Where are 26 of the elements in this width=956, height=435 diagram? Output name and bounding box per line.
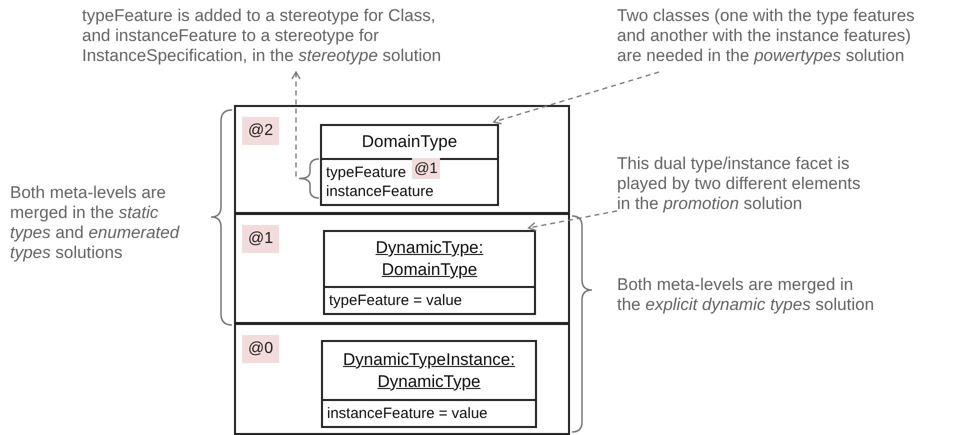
level-badge: @0	[242, 335, 280, 363]
instance-name: DynamicTypeInstance: DynamicType	[342, 348, 516, 392]
level-band	[234, 213, 570, 324]
class-name: DomainType	[362, 131, 458, 153]
curly-brace	[298, 158, 320, 199]
annotation-text: Both meta-levels are merged in the static types and enumerated types solutions	[10, 183, 181, 263]
instance-box	[323, 230, 536, 315]
annotation-text: Two classes (one with the type features and another with the instance features) are needed in the powertypes solution	[617, 6, 916, 66]
instance-name: DynamicType: DomainType	[374, 237, 484, 281]
leader-line	[291, 71, 301, 176]
level-badge: @1	[242, 225, 280, 253]
attribute-text: typeFeature	[326, 163, 406, 182]
level-band	[234, 323, 570, 435]
attribute-text: typeFeature = value	[329, 291, 462, 310]
level-badge: @1	[412, 158, 440, 179]
level-band	[234, 105, 570, 214]
leader-line	[493, 71, 660, 124]
attribute-text: instanceFeature = value	[327, 404, 488, 423]
leader-line	[528, 210, 618, 232]
annotation-text: typeFeature is added to a stereotype for Class, and instanceFeature to a stereotype for InstanceSpecification, in the stereotype solution	[82, 6, 442, 66]
annotation-text: This dual type/instance facet is played by two different elements in the promotion solution	[617, 154, 862, 214]
instance-box	[321, 340, 537, 428]
annotation-text: Both meta-levels are merged in the explicit dynamic types solution	[617, 275, 876, 315]
level-badge: @2	[242, 117, 280, 145]
attribute-text: instanceFeature	[326, 182, 434, 201]
class-box	[320, 124, 499, 206]
